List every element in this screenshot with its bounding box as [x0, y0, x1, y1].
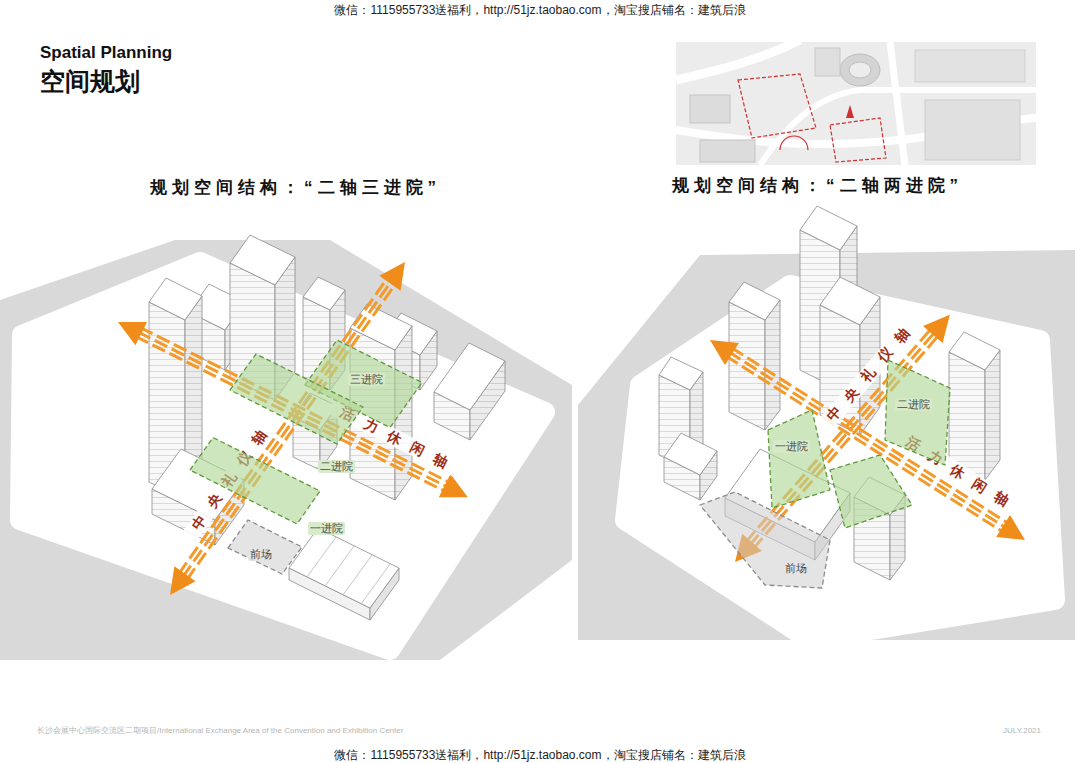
key-map	[915, 50, 1025, 82]
axis-arrow	[923, 306, 960, 343]
watermark: 微信：1115955733送福利，http://51jz.taobao.com，…	[334, 3, 745, 17]
building-massing	[289, 528, 399, 608]
key-map	[676, 40, 800, 80]
key-map	[815, 48, 840, 76]
courtyard-label: 前场	[783, 562, 809, 575]
key-map	[890, 42, 905, 165]
building-massing	[659, 206, 1000, 580]
key-map	[925, 100, 1020, 160]
courtyard-outline	[762, 404, 918, 534]
building-massing	[664, 433, 717, 475]
building-massing	[303, 277, 345, 310]
courtyard-label: 一进院	[308, 522, 345, 535]
key-map	[840, 54, 880, 86]
forecourt: 前场	[222, 515, 308, 580]
courtyard-label: 三进院	[348, 373, 385, 386]
footer-date: JULY.2021	[1003, 726, 1041, 736]
key-map	[849, 62, 871, 78]
courtyard-outline	[880, 355, 955, 470]
site-ground	[625, 285, 1055, 640]
page-title: 空间规划	[40, 66, 140, 96]
building-massing	[325, 546, 354, 586]
key-map	[690, 95, 730, 123]
key-map	[676, 40, 1036, 165]
site-ground	[578, 250, 1075, 640]
axis-arrow	[138, 332, 448, 487]
courtyard-area	[768, 410, 830, 508]
axis-arrow	[996, 515, 1032, 551]
courtyard-area	[230, 354, 363, 444]
building-massing	[434, 343, 505, 410]
courtyard-area	[885, 360, 950, 465]
building-massing	[800, 206, 857, 250]
site-ground	[0, 240, 1075, 660]
axis-arrow	[112, 310, 147, 345]
forecourt-area	[228, 520, 302, 574]
building-massing	[949, 332, 1000, 370]
key-map	[830, 118, 886, 162]
forecourt: 前场	[695, 486, 837, 594]
building-massing	[729, 302, 765, 430]
key-map	[676, 42, 1036, 165]
building-massing	[361, 564, 390, 604]
diagram-heading: 规划空间结构：“二轴两进院”	[667, 176, 963, 196]
building-massing	[820, 277, 880, 325]
courtyard: 二进院	[880, 355, 955, 470]
building-massing	[985, 350, 1000, 480]
watermark: 微信：1115955733送福利，http://51jz.taobao.com，…	[334, 748, 745, 762]
key-map	[700, 140, 755, 162]
footer-note: 长沙会展中心国际交流区二期项目/International Exchange A…	[37, 726, 403, 736]
courtyard-label: 一进院	[773, 440, 810, 453]
building-massing	[149, 235, 505, 620]
axis-arrow	[439, 474, 474, 509]
key-map	[780, 136, 808, 150]
subtitle-en: Spatial Planning	[40, 43, 172, 63]
courtyard-label: 前场	[248, 548, 274, 561]
key-map	[846, 105, 854, 118]
forecourt-area	[700, 492, 830, 588]
building-massing	[729, 282, 780, 320]
courtyard: 一进院	[185, 432, 350, 537]
axis-arrow	[140, 327, 450, 482]
site-ground	[0, 240, 572, 660]
key-map	[738, 74, 816, 138]
axis-arrow	[159, 566, 195, 602]
courtyard-label: 二进院	[895, 398, 932, 411]
axis-arrow	[135, 336, 445, 491]
courtyard-area	[190, 438, 320, 524]
courtyard-label: 二进院	[318, 460, 355, 473]
building-massing	[765, 300, 780, 430]
axis-arrow	[379, 254, 415, 290]
courtyard-area	[830, 455, 912, 528]
diagram-heading: 规划空间结构：“二轴三进院”	[145, 178, 441, 198]
building-massing	[343, 555, 372, 595]
axis-arrow	[703, 329, 739, 365]
building-massing	[659, 357, 703, 390]
key-map	[760, 90, 1036, 165]
building-massing	[307, 537, 336, 577]
forecourt-outline	[695, 486, 837, 594]
building-massing	[230, 235, 295, 285]
building-massing	[149, 278, 202, 320]
courtyard: 一进院	[762, 404, 918, 534]
